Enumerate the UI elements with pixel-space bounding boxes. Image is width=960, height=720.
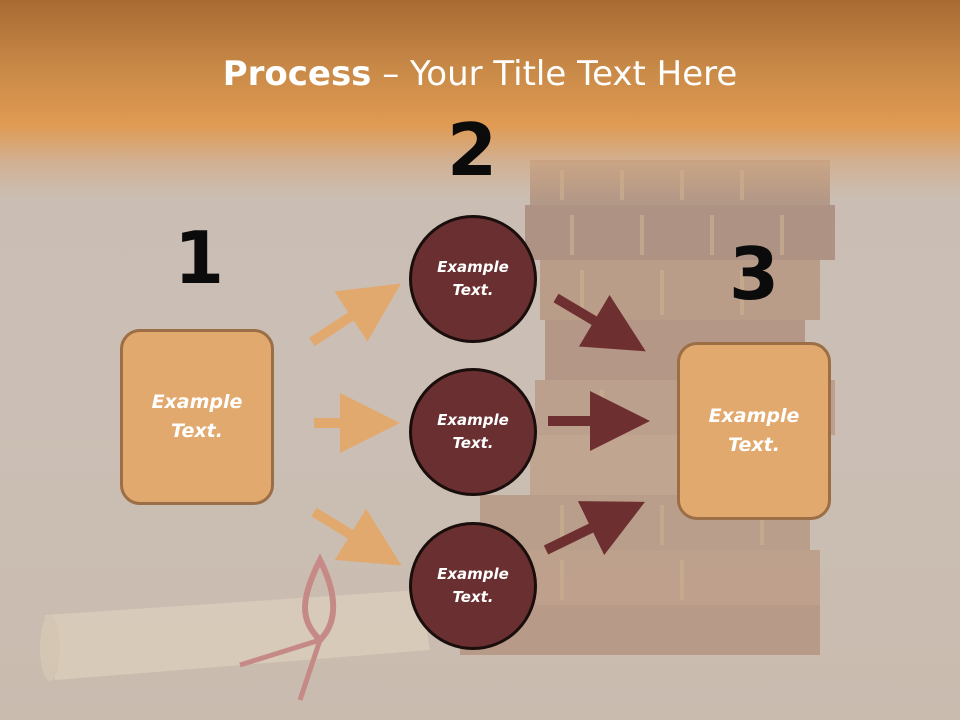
- left-box-line1: Example: [151, 391, 243, 413]
- left-text-box[interactable]: Example Text.: [120, 329, 274, 505]
- arrow-orange-up: [309, 283, 402, 347]
- circle-top-line2: Text.: [452, 281, 494, 299]
- right-text-box[interactable]: Example Text.: [677, 342, 831, 520]
- step-number-3: 3: [728, 232, 780, 316]
- title-banner: [0, 0, 960, 200]
- circle-top[interactable]: Example Text.: [409, 215, 537, 343]
- circle-top-line1: Example: [437, 258, 509, 276]
- left-box-line2: Text.: [171, 420, 223, 442]
- title-bold: Process: [222, 54, 372, 94]
- title-rest: – Your Title Text Here: [371, 54, 738, 94]
- step-number-2: 2: [446, 108, 498, 192]
- circle-middle-line2: Text.: [452, 434, 494, 452]
- arrow-dark-up: [543, 501, 645, 556]
- step-number-1: 1: [173, 216, 225, 300]
- arrow-orange-down: [311, 507, 402, 566]
- circle-bottom-line1: Example: [437, 565, 509, 583]
- circle-middle-line1: Example: [437, 411, 509, 429]
- circle-bottom[interactable]: Example Text.: [409, 522, 537, 650]
- arrow-dark-down: [553, 293, 646, 352]
- circle-middle[interactable]: Example Text.: [409, 368, 537, 496]
- right-box-line2: Text.: [728, 434, 780, 456]
- right-box-line1: Example: [708, 405, 800, 427]
- circle-bottom-line2: Text.: [452, 588, 494, 606]
- slide-title[interactable]: Process – Your Title Text Here: [0, 52, 960, 96]
